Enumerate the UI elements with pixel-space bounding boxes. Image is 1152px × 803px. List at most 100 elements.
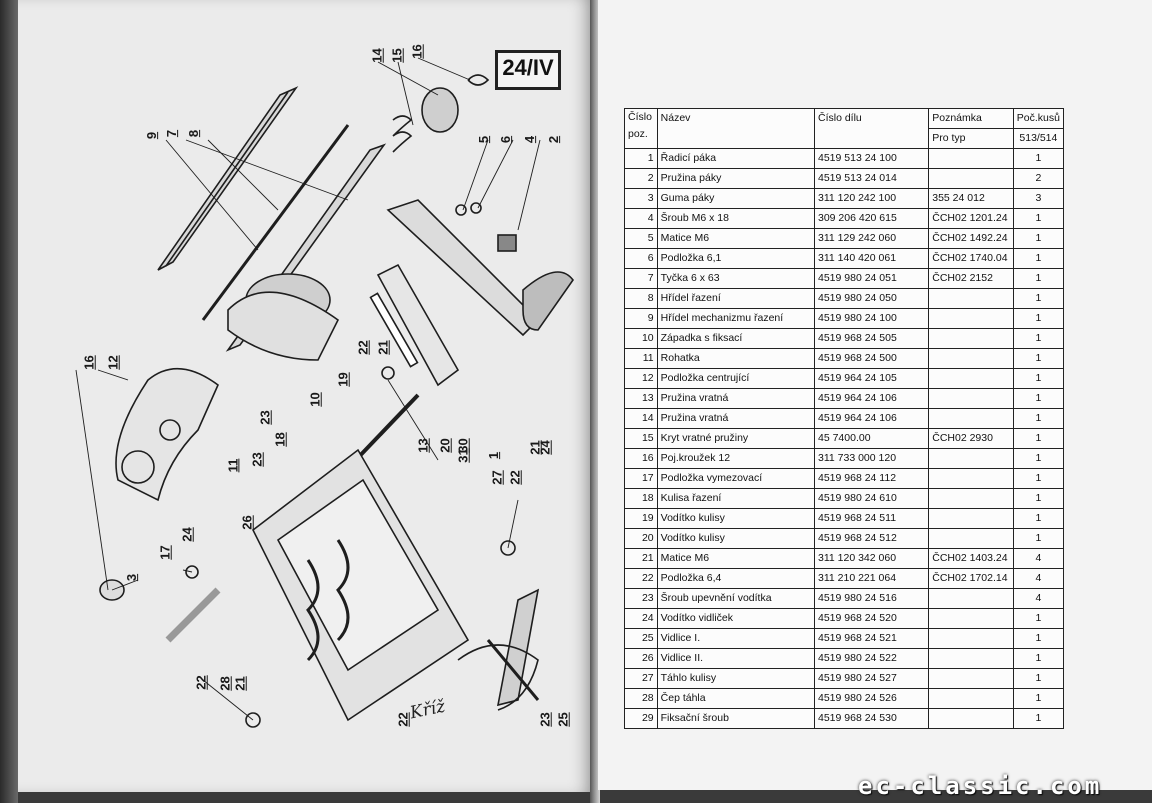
cell-note xyxy=(928,688,1014,709)
cell-name: Guma páky xyxy=(656,188,816,209)
cell-part-number: 4519 968 24 112 xyxy=(813,468,930,489)
cell-qty: 4 xyxy=(1012,548,1065,569)
cell-pos: 20 xyxy=(624,528,658,549)
cell-name: Hřídel řazení xyxy=(656,288,816,309)
callout-number: 5 xyxy=(476,135,492,144)
cell-part-number: 311 120 342 060 xyxy=(813,548,930,569)
callout-number: 3 xyxy=(124,573,140,582)
cell-note xyxy=(928,608,1014,629)
cell-part-number: 4519 980 24 527 xyxy=(813,668,930,689)
cell-pos: 7 xyxy=(624,268,658,289)
cell-qty: 1 xyxy=(1012,468,1065,489)
cell-note: ČCH02 1702.14 xyxy=(928,568,1014,589)
cell-note xyxy=(928,708,1014,729)
cell-qty: 1 xyxy=(1012,428,1065,449)
cell-note xyxy=(928,148,1014,169)
cell-qty: 1 xyxy=(1012,648,1065,669)
callout-number: 18 xyxy=(272,432,288,447)
cell-pos: 3 xyxy=(624,188,658,209)
cell-note xyxy=(928,448,1014,469)
cell-qty: 1 xyxy=(1012,608,1065,629)
header-pos-line1: Číslo xyxy=(628,111,652,123)
cell-note xyxy=(928,168,1014,189)
cell-qty: 1 xyxy=(1012,488,1065,509)
cell-name: Kulisa řazení xyxy=(656,488,816,509)
cell-qty: 1 xyxy=(1012,268,1065,289)
callout-number: 27 xyxy=(489,470,505,485)
cell-pos: 1 xyxy=(624,148,658,169)
cell-name: Vodítko vidliček xyxy=(656,608,816,629)
cell-name: Matice M6 xyxy=(656,228,816,249)
cell-part-number: 311 120 242 100 xyxy=(813,188,930,209)
plate-number: 24/IV xyxy=(495,50,561,90)
cell-name: Kryt vratné pružiny xyxy=(656,428,816,449)
cell-part-number: 4519 980 24 050 xyxy=(813,288,930,309)
cell-qty: 1 xyxy=(1012,248,1065,269)
watermark: ec-classic.com xyxy=(858,772,1103,800)
cell-pos: 11 xyxy=(624,348,658,369)
left-page xyxy=(0,0,593,803)
cell-qty: 4 xyxy=(1012,568,1065,589)
cell-name: Podložka 6,1 xyxy=(656,248,816,269)
cell-part-number: 4519 980 24 610 xyxy=(813,488,930,509)
header-pos: Číslo poz. xyxy=(624,108,658,149)
cell-note xyxy=(928,508,1014,529)
cell-qty: 1 xyxy=(1012,348,1065,369)
cell-name: Vidlice I. xyxy=(656,628,816,649)
cell-note xyxy=(928,308,1014,329)
cell-part-number: 4519 513 24 014 xyxy=(813,168,930,189)
cell-part-number: 4519 980 24 522 xyxy=(813,648,930,669)
cell-name: Šroub upevnění vodítka xyxy=(656,588,816,609)
cell-note: ČCH02 1201.24 xyxy=(928,208,1014,229)
cell-pos: 15 xyxy=(624,428,658,449)
cell-note xyxy=(928,408,1014,429)
cell-note: ČCH02 1492.24 xyxy=(928,228,1014,249)
cell-pos: 16 xyxy=(624,448,658,469)
cell-pos: 29 xyxy=(624,708,658,729)
cell-pos: 24 xyxy=(624,608,658,629)
cell-part-number: 4519 968 24 530 xyxy=(813,708,930,729)
page-edge xyxy=(0,0,18,803)
exploded-view-drawing xyxy=(75,57,574,728)
header-pos-line2: poz. xyxy=(628,128,648,140)
cell-pos: 6 xyxy=(624,248,658,269)
cell-pos: 22 xyxy=(624,568,658,589)
callout-number: 16 xyxy=(409,44,425,59)
cell-note xyxy=(928,488,1014,509)
cell-name: Pružina páky xyxy=(656,168,816,189)
cell-name: Táhlo kulisy xyxy=(656,668,816,689)
cell-note xyxy=(928,328,1014,349)
cell-part-number: 4519 964 24 105 xyxy=(813,368,930,389)
cell-part-number: 4519 968 24 520 xyxy=(813,608,930,629)
cell-note: ČCH02 1403.24 xyxy=(928,548,1014,569)
cell-note xyxy=(928,348,1014,369)
cell-qty: 1 xyxy=(1012,328,1065,349)
cell-part-number: 309 206 420 615 xyxy=(813,208,930,229)
callout-number: 7 xyxy=(164,129,180,138)
callout-number: 26 xyxy=(239,515,255,530)
cell-qty: 2 xyxy=(1012,168,1065,189)
callout-number: 4 xyxy=(522,135,538,144)
callout-number: 1 xyxy=(486,451,502,460)
parts-table: Číslo poz. Název Číslo dílu Poznámka Poč… xyxy=(624,108,1065,729)
callout-number: 25 xyxy=(555,712,571,727)
cell-part-number: 4519 964 24 106 xyxy=(813,408,930,429)
cell-note: 355 24 012 xyxy=(928,188,1014,209)
cell-qty: 1 xyxy=(1012,208,1065,229)
cell-qty: 1 xyxy=(1012,528,1065,549)
cell-name: Pružina vratná xyxy=(656,388,816,409)
cell-pos: 27 xyxy=(624,668,658,689)
